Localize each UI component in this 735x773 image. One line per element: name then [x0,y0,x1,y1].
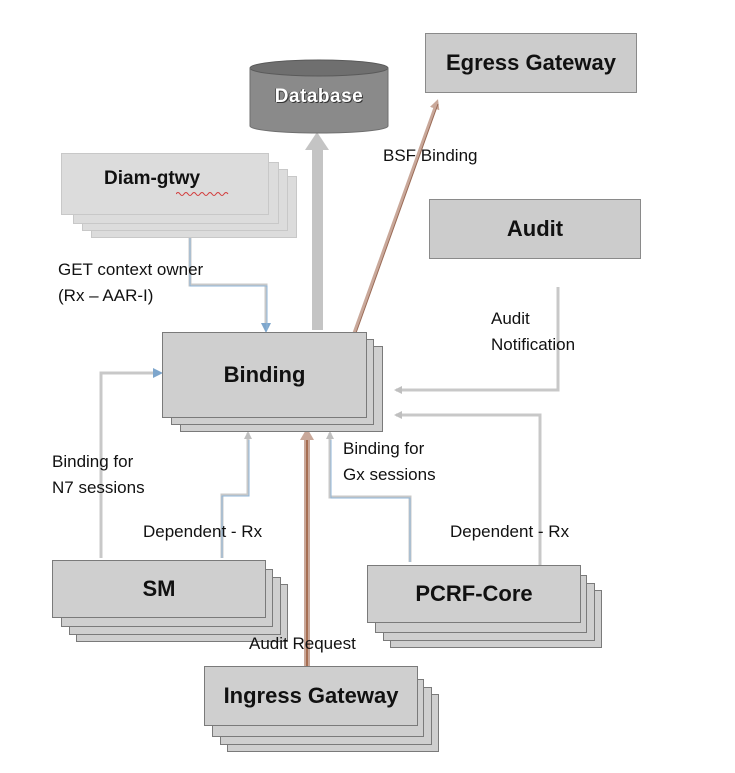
spellcheck-underline [176,192,229,196]
get-context-owner-label-line1: GET context owner [58,260,204,279]
bsf-binding-arrow [352,99,440,334]
diam-to-binding-arrow [188,238,271,333]
dependent-rx-left-label: Dependent - Rx [143,522,263,541]
pcrf-dependent-rx-arrow [394,411,542,565]
audit-notification-label-line2: Notification [491,335,576,354]
sm-n7-arrow [99,368,163,558]
ingress-gateway-box: Ingress Gateway [204,666,418,726]
binding-gx-label-line1: Binding for [343,439,425,458]
binding-to-database-arrow [305,132,329,330]
audit-notification-label-line1: Audit [491,309,530,328]
sm-box: SM [52,560,266,618]
binding-gx-label-line2: Gx sessions [343,465,436,484]
binding-n7-label-line1: Binding for [52,452,134,471]
audit-box: Audit [429,199,641,259]
binding-label: Binding [223,362,306,387]
audit-label: Audit [506,216,564,241]
audit-request-arrow [300,428,314,666]
egress-gateway-box: Egress Gateway [425,33,637,93]
binding-n7-label-line2: N7 sessions [52,478,145,497]
diam-gtwy-label: Diam-gtwy [104,168,201,189]
diam-gtwy-box [61,153,269,215]
pcrf-core-box: PCRF-Core [367,565,581,623]
egress-gateway-label: Egress Gateway [446,50,616,75]
bsf-binding-label: BSF Binding [383,146,478,165]
database-label: Database [274,86,364,107]
audit-notification-arrow [394,287,560,394]
audit-request-label: Audit Request [249,634,356,653]
ingress-gateway-label: Ingress Gateway [223,683,399,708]
binding-box: Binding [162,332,367,418]
sm-label: SM [142,576,176,601]
pcrf-core-label: PCRF-Core [415,581,533,606]
database-cylinder [249,59,389,134]
dependent-rx-right-label: Dependent - Rx [450,522,570,541]
get-context-owner-label-line2: (Rx – AAR-I) [58,286,154,305]
